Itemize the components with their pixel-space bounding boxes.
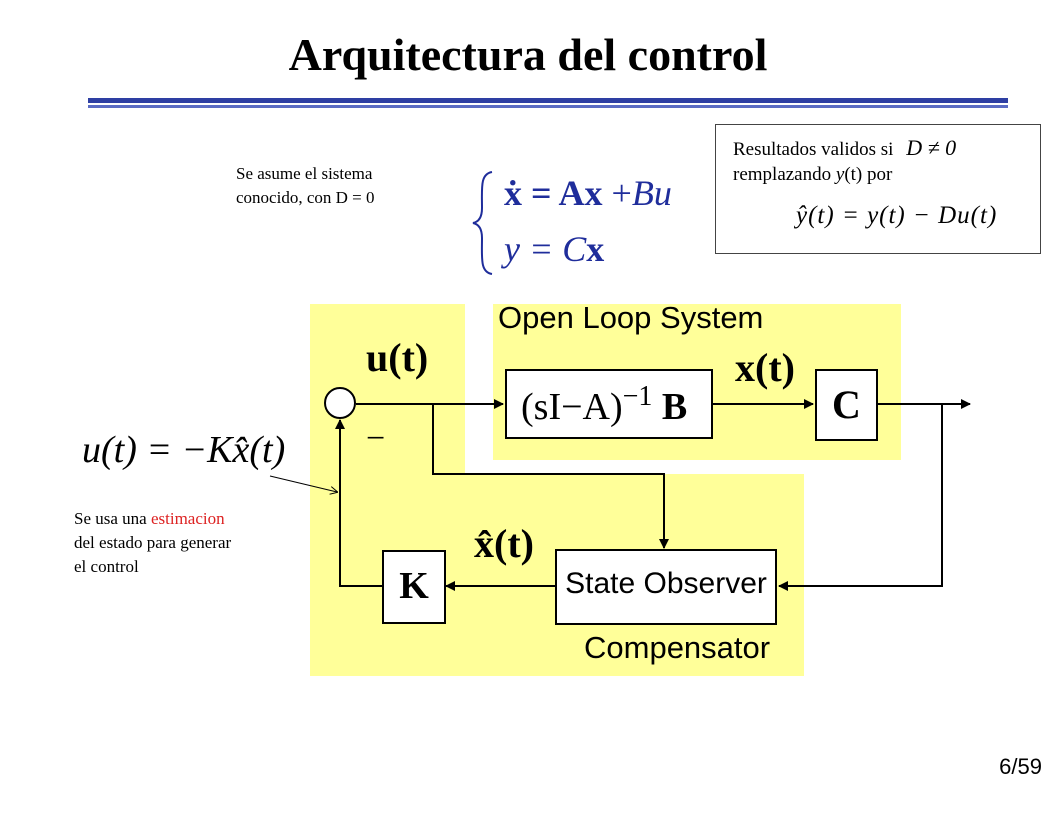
x-signal-label: x(t) xyxy=(735,345,795,390)
compensator-label: Compensator xyxy=(584,630,771,665)
plant-matrix: (sI−A) xyxy=(521,386,623,428)
plus-sign: + xyxy=(611,173,632,213)
plant-exponent: −1 xyxy=(622,381,653,412)
y-var: y xyxy=(504,229,520,269)
state-observer-block: State Observer xyxy=(555,549,777,625)
state-observer-label: State Observer xyxy=(565,567,767,600)
replacing-text: remplazando xyxy=(733,164,836,185)
y-symbol: y xyxy=(835,164,845,185)
u-signal-label: u(t) xyxy=(366,335,429,380)
d-not-zero: D ≠ 0 xyxy=(906,135,957,160)
validity-note-box: Resultados validos si D ≠ 0 remplazando … xyxy=(715,124,1041,254)
output-equation: y = Cx xyxy=(504,228,604,270)
validity-line-1: Resultados validos si D ≠ 0 xyxy=(733,135,956,163)
replacement-formula: ŷ(t) = y(t) − Du(t) xyxy=(796,202,998,229)
plant-b-matrix: B xyxy=(661,386,688,428)
x-state: x xyxy=(586,229,605,269)
bu-term: Bu xyxy=(631,173,672,213)
state-equation: ẋ = Ax +Bu xyxy=(504,172,672,214)
page-number: 6/59 xyxy=(999,754,1042,779)
estimation-note: Se usa una estimacion del estado para ge… xyxy=(74,507,231,579)
estimation-highlight: estimacion xyxy=(150,509,225,528)
summing-junction xyxy=(324,387,356,419)
ax-term: = Ax xyxy=(531,173,603,213)
assumption-line-1: Se asume el sistema xyxy=(236,164,373,183)
validity-text: Resultados validos si xyxy=(733,139,894,160)
state-space-equations: ẋ = Ax +Bu y = Cx xyxy=(470,168,720,278)
title-rule xyxy=(88,98,1008,103)
x-dot: ẋ xyxy=(504,173,522,213)
plant-block-label: (sI−A)−1 B xyxy=(521,381,687,429)
plant-block: (sI−A)−1 B xyxy=(505,369,713,439)
c-term: = C xyxy=(528,229,587,269)
xhat-signal-label: x̂(t) xyxy=(474,521,534,566)
open-loop-label: Open Loop System xyxy=(498,300,764,335)
estimation-prefix: Se usa una xyxy=(74,509,151,528)
por-text: por xyxy=(862,164,893,185)
c-block-label: C xyxy=(832,382,861,427)
slide-title: Arquitectura del control xyxy=(288,29,768,80)
assumption-text: Se asume el sistema conocido, con D = 0 xyxy=(236,162,374,210)
left-brace xyxy=(472,171,493,275)
control-law: u(t) = −Kx̂(t) xyxy=(82,429,286,471)
assumption-line-2: conocido, con D = 0 xyxy=(236,188,375,207)
minus-sign: − xyxy=(366,420,386,457)
estimation-line-1: Se usa una estimacion xyxy=(74,507,231,531)
validity-line-2: remplazando y(t) por xyxy=(733,162,892,188)
title-rule-shadow xyxy=(88,105,1008,108)
k-block-label: K xyxy=(399,565,429,607)
k-block: K xyxy=(382,550,446,624)
estimation-line-3: el control xyxy=(74,557,139,576)
estimation-line-2: del estado para generar xyxy=(74,533,232,552)
c-block: C xyxy=(815,369,878,441)
t-arg: (t) xyxy=(844,164,863,185)
